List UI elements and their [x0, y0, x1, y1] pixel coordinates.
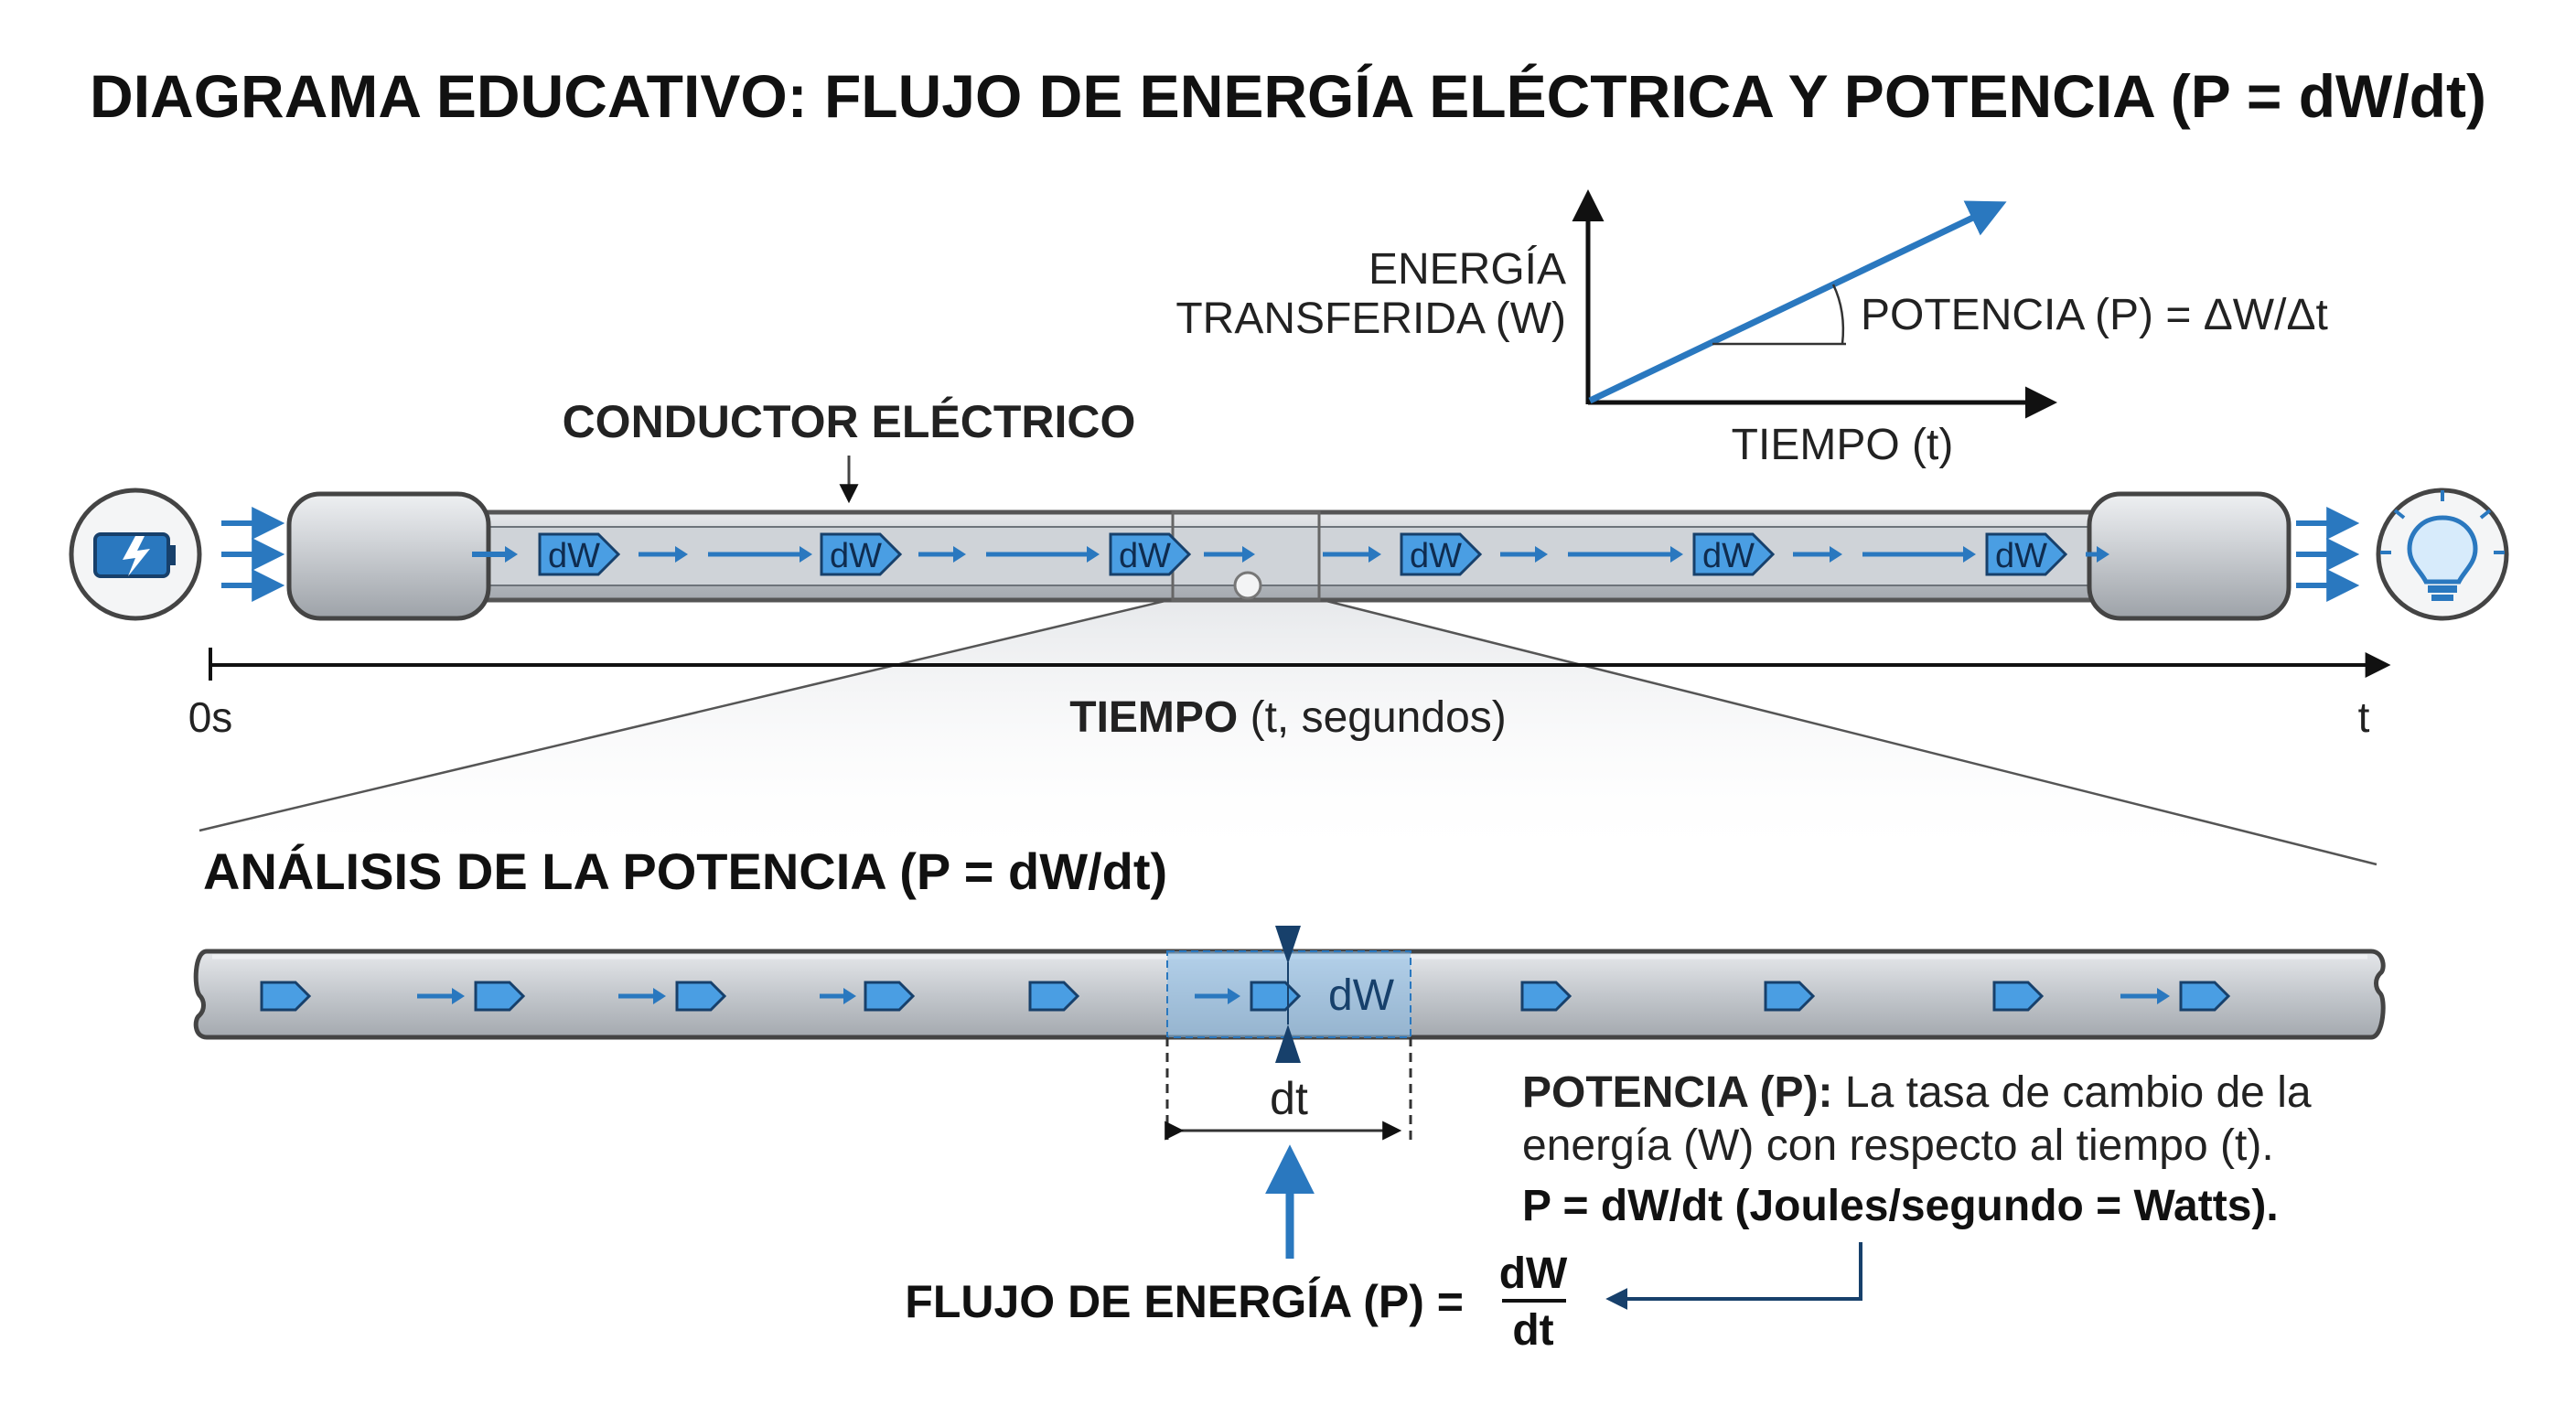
load-flow-arrows [2296, 507, 2360, 602]
flow-arrow [820, 988, 856, 1004]
source-flow-arrows [221, 507, 285, 602]
dw-focus-label: dW [1328, 971, 1395, 1020]
flow-arrow [1568, 546, 1683, 563]
fraction-numerator: dW [1499, 1249, 1568, 1298]
energy-packet: dW [1109, 532, 1192, 576]
conductor-left-cap [286, 491, 491, 621]
packet-label: dW [1702, 537, 1755, 575]
dt-label: dt [1270, 1073, 1308, 1124]
focus-marker-top [1275, 926, 1301, 964]
timeline-end-label: t [2358, 693, 2370, 741]
focus-marker-bottom [1275, 1024, 1301, 1063]
flow-arrow [1195, 988, 1240, 1004]
fraction-denominator: dt [1512, 1306, 1553, 1355]
battery-charging-icon [69, 488, 202, 621]
energy-packet: dW [1985, 532, 2068, 576]
flow-arrow [639, 546, 688, 563]
energy-packet-small [1764, 981, 1816, 1012]
flow-arrow [1500, 546, 1548, 563]
packet-label: dW [1119, 537, 1171, 575]
flow-arrow [918, 546, 966, 563]
energy-packet: dW [538, 532, 621, 576]
energy-packet-small [675, 981, 727, 1012]
timeline: 0s t TIEMPO (t, segundos) [188, 648, 2391, 742]
energy-packet-small [864, 981, 916, 1012]
slope-label: POTENCIA (P) = ΔW/Δt [1861, 291, 2328, 339]
energy-packet: dW [820, 532, 903, 576]
flow-arrow [986, 546, 1100, 563]
timeline-start-label: 0s [188, 693, 233, 741]
power-definition: POTENCIA (P): La tasa de cambio de la en… [1522, 1068, 2312, 1230]
flow-arrow [1862, 546, 1976, 563]
packet-label: dW [1410, 537, 1462, 575]
flow-label: FLUJO DE ENERGÍA (P) = [905, 1276, 1464, 1327]
graph-y-label-line1: ENERGÍA [1368, 245, 1566, 294]
energy-packet: dW [1400, 532, 1483, 576]
packet-label: dW [830, 537, 882, 575]
flow-arrow [417, 988, 465, 1004]
flow-arrow [1793, 546, 1842, 563]
slope-angle-arc [1831, 284, 1845, 345]
energy-packet-small [1520, 981, 1572, 1012]
energy-packet-small [1992, 981, 2045, 1012]
zoom-cone [199, 599, 2377, 864]
flow-arrow [708, 546, 812, 563]
energy-packet: dW [1692, 532, 1776, 576]
conductor-flow: dW dW dW dW dW dW [472, 532, 2109, 576]
zoom-line-left [199, 597, 1174, 832]
light-bulb-icon [2376, 488, 2509, 621]
flow-arrow [2086, 546, 2109, 563]
timeline-label-rest: (t, segundos) [1238, 693, 1506, 742]
energy-slope-line [1588, 200, 2007, 404]
flow-formula: FLUJO DE ENERGÍA (P) = dW dt [905, 1249, 1568, 1355]
definition-rest: La tasa de cambio de la [1833, 1068, 2312, 1117]
conductor-label: CONDUCTOR ELÉCTRICO [563, 396, 1136, 447]
page-title: DIAGRAMA EDUCATIVO: FLUJO DE ENERGÍA ELÉ… [90, 62, 2486, 130]
energy-time-graph: ENERGÍA TRANSFERIDA (W) TIEMPO (t) POTEN… [1175, 189, 2328, 469]
zoom-line-right [1318, 597, 2377, 866]
zoom-point [1233, 571, 1262, 600]
energy-packet-small [260, 981, 312, 1012]
graph-y-label-line2: TRANSFERIDA (W) [1175, 295, 1566, 343]
formula-line: P = dW/dt (Joules/segundo = Watts). [1522, 1182, 2279, 1230]
definition-line1: POTENCIA (P): La tasa de cambio de la [1522, 1068, 2312, 1117]
packet-label: dW [1995, 537, 2047, 575]
timeline-label: TIEMPO (t, segundos) [1069, 693, 1507, 742]
flow-arrow [618, 988, 666, 1004]
flow-arrow [2120, 988, 2170, 1004]
definition-bold: POTENCIA (P): [1522, 1068, 1833, 1117]
definition-line2: energía (W) con respecto al tiempo (t). [1522, 1121, 2274, 1170]
analysis-flow [260, 981, 2231, 1012]
packet-label: dW [548, 537, 600, 575]
flow-arrow [1323, 546, 1381, 563]
timeline-label-bold: TIEMPO [1069, 693, 1238, 742]
flow-arrow [472, 546, 518, 563]
dt-interval: dt [1165, 1037, 1412, 1143]
conductor-right-cap [2087, 491, 2292, 621]
energy-packet-small [2179, 981, 2231, 1012]
energy-packet-small [474, 981, 526, 1012]
flow-arrow [1204, 546, 1255, 563]
definition-connector [1605, 1242, 1862, 1310]
graph-x-label: TIEMPO (t) [1732, 421, 1954, 469]
analysis-heading: ANÁLISIS DE LA POTENCIA (P = dW/dt) [203, 842, 1167, 900]
energy-packet-small [1028, 981, 1080, 1012]
